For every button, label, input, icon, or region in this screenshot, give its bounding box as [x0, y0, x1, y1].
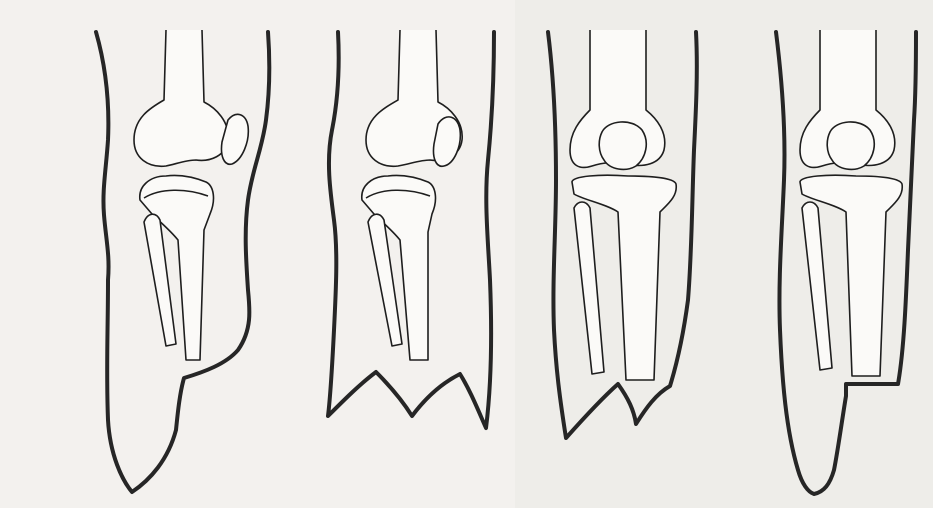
panel-b-patella	[433, 117, 460, 166]
panel-c-fibula	[574, 202, 604, 374]
panel-d-patella	[827, 122, 874, 169]
panel-a-patella	[221, 114, 248, 164]
panel-d	[776, 30, 916, 494]
panel-d-fibula	[802, 202, 832, 370]
panel-a-tibia	[140, 175, 214, 360]
panel-a-femur	[134, 30, 228, 166]
panel-c-patella	[599, 122, 646, 169]
panel-b	[328, 30, 494, 428]
panel-a	[96, 30, 269, 492]
panel-a-fibula	[144, 214, 176, 346]
panel-c	[548, 30, 697, 438]
